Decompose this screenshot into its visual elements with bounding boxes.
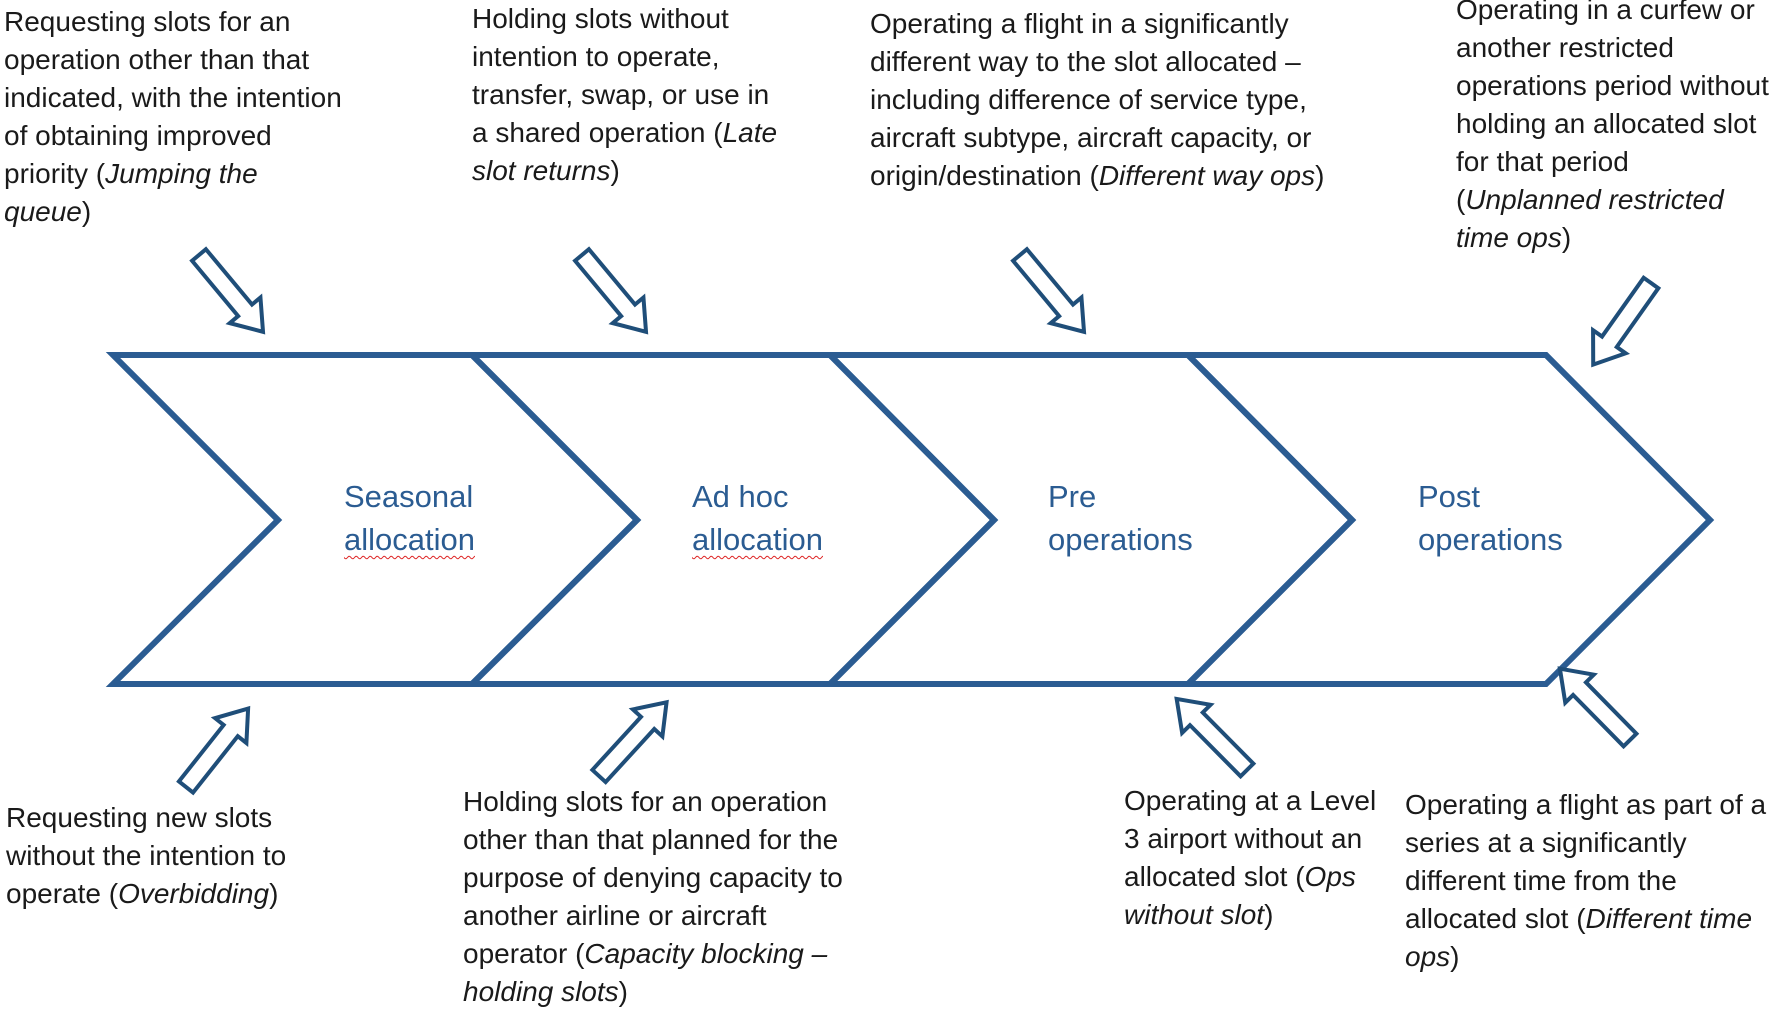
note-close: ) [610, 155, 620, 186]
arrow-down-left-icon [1591, 275, 1662, 368]
note-text: Requesting new slots without the intenti… [6, 802, 287, 909]
stage-label-line1: Ad hoc [692, 479, 789, 514]
arrow-down-right-icon [189, 246, 266, 335]
arrow-up-right-icon [589, 699, 669, 785]
note-different-time-ops: Operating a flight as part of a series a… [1405, 786, 1767, 976]
stage-post-operations: Post operations [1418, 475, 1563, 561]
note-text: Operating a flight as part of a series a… [1405, 789, 1767, 934]
arrow-up-left-icon [1557, 666, 1640, 750]
note-close: ) [1450, 941, 1460, 972]
note-term: Jumping the queue [4, 158, 258, 227]
arrow-down-right-icon [572, 246, 649, 335]
note-text: Operating at a Level 3 airport without a… [1124, 785, 1377, 892]
note-capacity-blocking: Holding slots for an operation other tha… [463, 783, 863, 1011]
arrow-up-right-icon [176, 705, 251, 796]
note-term: Capacity blocking – holding slots [463, 938, 828, 1007]
note-text: Holding slots for an operation other tha… [463, 786, 843, 969]
note-overbidding: Requesting new slots without the intenti… [6, 799, 336, 913]
stage-label-line2: operations [1418, 522, 1563, 557]
note-term: Overbidding [118, 878, 270, 909]
note-late-slot-returns: Holding slots without intention to opera… [472, 0, 782, 190]
note-term: Unplanned restricted time ops [1456, 184, 1724, 253]
note-text: Requesting slots for an operation other … [4, 6, 342, 189]
note-close: ) [269, 878, 279, 909]
stage-label-line1: Seasonal [344, 479, 474, 514]
stage-label-line1: Pre [1048, 479, 1097, 514]
note-text: Operating in a curfew or another restric… [1456, 0, 1769, 215]
stage-ad-hoc-allocation: Ad hoc allocation [692, 475, 823, 561]
note-term: Different time ops [1405, 903, 1753, 972]
note-close: ) [81, 196, 92, 227]
chevron-post-operations [1180, 352, 1715, 687]
note-term: Ops without slot [1124, 861, 1356, 930]
note-text: Operating a flight in a significantly di… [870, 8, 1312, 191]
note-term: Late slot returns [472, 117, 778, 186]
arrow-down-right-icon [1010, 246, 1087, 335]
note-term: Different way ops [1098, 160, 1316, 191]
arrow-up-left-icon [1174, 696, 1257, 780]
note-text: Holding slots without intention to opera… [472, 3, 770, 148]
stage-seasonal-allocation: Seasonal allocation [344, 475, 475, 561]
stage-label-line2: allocation [344, 522, 475, 557]
note-close: ) [1561, 222, 1572, 253]
stage-label-line2: operations [1048, 522, 1193, 557]
note-ops-without-slot: Operating at a Level 3 airport without a… [1124, 782, 1382, 934]
note-close: ) [1264, 899, 1274, 930]
note-close: ) [1315, 160, 1325, 191]
note-jumping-the-queue: Requesting slots for an operation other … [4, 3, 349, 231]
stage-label-line1: Post [1418, 479, 1481, 514]
note-unplanned-restricted-time-ops: Operating in a curfew or another restric… [1456, 0, 1772, 257]
note-close: ) [618, 976, 628, 1007]
note-different-way-ops: Operating a flight in a significantly di… [870, 5, 1360, 195]
stage-label-line2: allocation [692, 522, 823, 557]
stage-pre-operations: Pre operations [1048, 475, 1193, 561]
